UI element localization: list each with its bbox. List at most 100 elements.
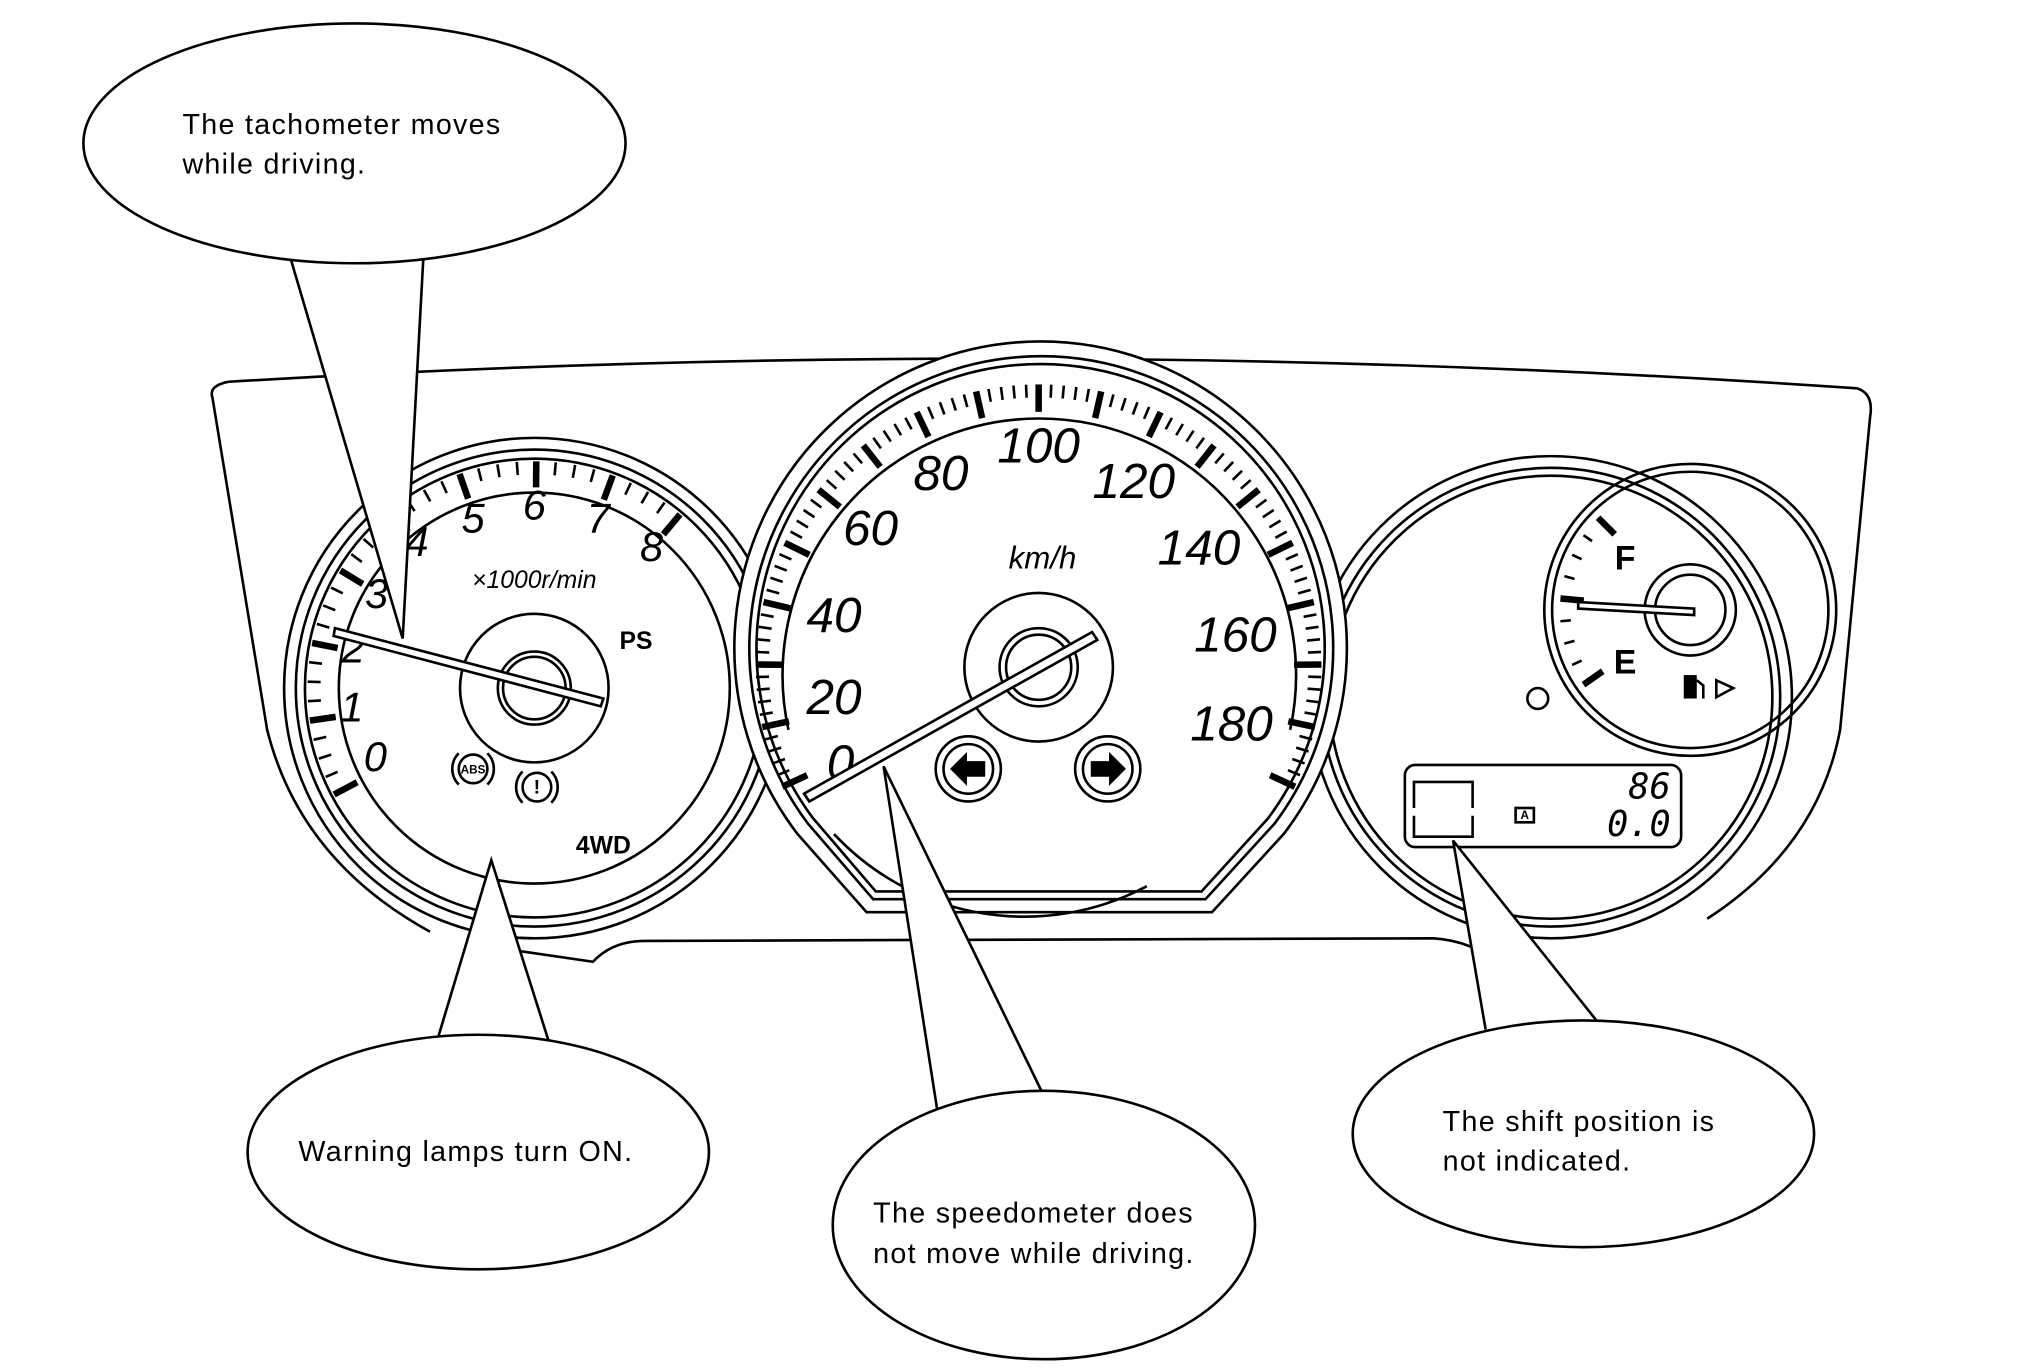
fuel-empty-label: E [1614, 644, 1637, 682]
tach-tick [332, 779, 359, 798]
speed-tick [1306, 638, 1321, 642]
tach-tick [476, 468, 483, 482]
speed-tick [789, 530, 803, 539]
speed-tick [766, 588, 780, 595]
tach-number: 7 [587, 494, 612, 541]
speed-tick [1024, 384, 1028, 398]
callout-warning-lamps: Warning lamps turn ON. [246, 855, 711, 1271]
speed-tick [852, 452, 864, 465]
fuel-tick [1564, 639, 1575, 645]
fuel-tick [1560, 619, 1571, 623]
speed-number: 160 [1194, 608, 1277, 663]
speed-tick [780, 772, 809, 790]
tach-tick [589, 469, 596, 483]
indicator-lamp [1526, 686, 1550, 711]
tach-number: 6 [523, 481, 547, 528]
speed-tick [756, 650, 770, 654]
speed-tick [926, 406, 935, 420]
speed-tick [1268, 772, 1297, 790]
fuel-needle [1576, 600, 1696, 617]
speed-tick [950, 397, 958, 411]
fuel-tick [1595, 515, 1617, 537]
fuel-tick [1571, 553, 1583, 561]
speed-tick [1185, 429, 1195, 443]
speed-tick [1164, 417, 1174, 430]
speed-tick [904, 417, 913, 430]
speed-tick [1231, 469, 1243, 481]
speed-tick [1255, 498, 1268, 509]
callout-shift-position: The shift position is not indicated. [1351, 839, 1816, 1249]
fuel-gauge-pod: F E A 86 0.0 [1308, 454, 1838, 940]
speed-tick [764, 734, 779, 741]
speed-tick [762, 598, 791, 612]
tach-tick [496, 464, 501, 478]
speed-unit-label: km/h [1009, 541, 1077, 576]
svg-text:The speedometer does: The speedometer does [873, 1197, 1194, 1229]
speed-tick [761, 718, 790, 731]
speed-tick [1299, 734, 1313, 741]
tach-number: 1 [340, 683, 363, 730]
speed-tick [1085, 388, 1091, 402]
svg-text:not indicated.: not indicated. [1443, 1145, 1632, 1177]
speed-tick [783, 539, 811, 558]
tach-tick [571, 464, 577, 479]
speed-tick [768, 746, 782, 753]
speed-tick [1061, 385, 1066, 399]
speed-number: 60 [843, 501, 899, 556]
ps-indicator: PS [619, 628, 652, 655]
speed-tick [760, 613, 774, 619]
speed-tick [938, 401, 946, 415]
tach-unit-label: ×1000r/min [472, 567, 597, 594]
speed-tick [757, 699, 772, 704]
speed-tick [796, 519, 809, 529]
tach-needle [332, 626, 606, 708]
fuel-tick [1564, 574, 1575, 581]
tach-tick [338, 567, 365, 587]
speed-tick [810, 498, 823, 509]
tach-tick [640, 491, 650, 504]
tach-number: 4 [405, 518, 428, 565]
fuel-tick [1571, 659, 1583, 667]
speed-tick [757, 638, 771, 642]
fuel-full-label: F [1615, 539, 1636, 577]
svg-text:while driving.: while driving. [181, 148, 366, 180]
fuel-tick [1581, 668, 1605, 688]
speed-tick [1291, 757, 1306, 765]
tach-tick [318, 753, 332, 760]
tach-tick [600, 474, 616, 501]
speed-tick [1175, 423, 1185, 436]
shift-mode-label: A [1521, 809, 1530, 822]
right-turn-signal-icon [1073, 735, 1142, 803]
speed-tick [1108, 394, 1115, 408]
speed-tick [999, 386, 1004, 401]
fuel-side-arrow-icon [1715, 678, 1737, 700]
speed-number: 40 [807, 588, 863, 643]
odometer-line-2: 0.0 [1607, 804, 1671, 845]
speed-tick [834, 469, 846, 481]
svg-text:not move while driving.: not move while driving. [873, 1238, 1194, 1270]
tach-tick [313, 735, 327, 742]
speed-tick [1307, 687, 1321, 691]
speed-tick [1073, 386, 1078, 401]
tach-number: 5 [461, 494, 485, 541]
speed-tick [758, 625, 772, 630]
speed-tick [913, 410, 932, 439]
speed-tick [1266, 539, 1295, 558]
speed-number: 120 [1092, 454, 1175, 509]
speed-tick [778, 553, 792, 561]
speed-tick [1305, 625, 1319, 630]
tach-tick [309, 713, 337, 724]
tach-tick [456, 472, 472, 500]
tach-tick [330, 586, 344, 595]
tach-number: 8 [640, 523, 663, 570]
speed-tick [1142, 406, 1151, 420]
speed-tick [1287, 769, 1301, 777]
speed-tick [1049, 384, 1053, 398]
tach-tick [308, 660, 323, 665]
tach-tick [362, 537, 375, 549]
speed-tick [1297, 588, 1311, 595]
4wd-indicator: 4WD [576, 833, 631, 860]
tach-tick [325, 770, 339, 779]
